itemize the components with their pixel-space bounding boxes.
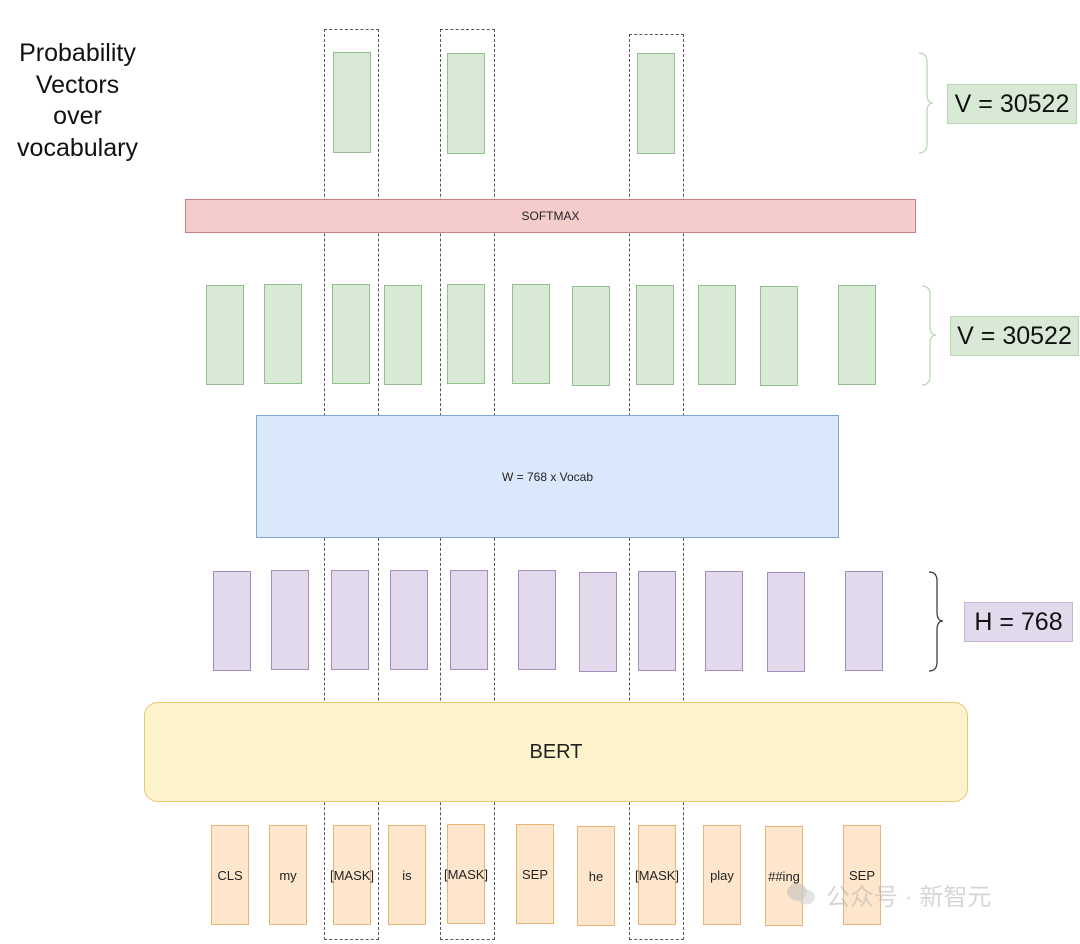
logit-vector [447, 284, 485, 384]
watermark-text: 公众号 · 新智元 [826, 883, 992, 911]
token-label: [MASK] [329, 867, 375, 883]
hidden-vector [390, 570, 428, 670]
probability-vector [333, 52, 371, 153]
hidden-vector [271, 570, 309, 670]
logit-vector [332, 284, 370, 384]
probability-vector [447, 53, 485, 154]
input-token: my [269, 825, 307, 925]
input-token: SEP [516, 824, 554, 924]
title-line: over [53, 102, 102, 130]
logit-vector [698, 285, 736, 385]
wechat-icon [786, 881, 816, 907]
brace-icon [921, 285, 937, 386]
token-label: play [710, 867, 734, 883]
logit-vector [636, 285, 674, 385]
bert-label: BERT [529, 740, 583, 763]
bert-encoder: BERT [144, 702, 968, 802]
diagram-title: Probability Vectors over vocabulary [0, 38, 155, 164]
watermark: 公众号 · 新智元 [786, 866, 1076, 922]
hidden-vector [845, 571, 883, 671]
token-label: he [588, 868, 604, 884]
hidden-vector [579, 572, 617, 672]
title-line: vocabulary [17, 133, 138, 162]
hidden-vector [331, 570, 369, 670]
hidden-vector [450, 570, 488, 670]
logit-vector [512, 284, 550, 384]
hidden-vector [518, 570, 556, 670]
token-label: my [279, 867, 297, 883]
logit-vector [838, 285, 876, 385]
vocab-size-label: V = 30522 [950, 316, 1079, 356]
input-token: CLS [211, 825, 249, 925]
softmax-label: SOFTMAX [521, 209, 580, 223]
probability-vector [637, 53, 675, 154]
token-label: ##ing [768, 868, 800, 884]
hidden-vector [767, 572, 805, 672]
hidden-size-label: H = 768 [964, 602, 1073, 642]
input-token: is [388, 825, 426, 925]
token-label: SEP [521, 866, 548, 882]
input-token-masked: [MASK] [443, 824, 489, 924]
hidden-vector [213, 571, 251, 671]
hidden-vector [638, 571, 676, 671]
logit-vector [206, 285, 244, 385]
vocab-size-label: V = 30522 [947, 84, 1077, 124]
input-token-masked: [MASK] [329, 825, 375, 925]
logit-vector [572, 286, 610, 386]
weight-label: W = 768 x Vocab [501, 469, 594, 484]
softmax-layer: SOFTMAX [185, 199, 916, 233]
token-label: CLS [217, 867, 243, 883]
brace-icon [918, 52, 934, 154]
input-token-masked: [MASK] [634, 825, 680, 925]
title-line: Probability [19, 39, 136, 67]
input-token: ##ing [765, 826, 803, 926]
input-token: play [703, 825, 741, 925]
output-weight-matrix: W = 768 x Vocab [256, 415, 839, 538]
input-token: SEP [843, 825, 881, 925]
token-label: SEP [848, 867, 875, 883]
title-line: Vectors [35, 70, 120, 99]
brace-icon [928, 571, 944, 672]
logit-vector [384, 285, 422, 385]
input-token: he [577, 826, 615, 926]
token-label: [MASK] [634, 867, 680, 883]
hidden-vector [705, 571, 743, 671]
token-label: [MASK] [443, 866, 489, 882]
logit-vector [760, 286, 798, 386]
token-label: is [402, 867, 412, 883]
logit-vector [264, 284, 302, 384]
